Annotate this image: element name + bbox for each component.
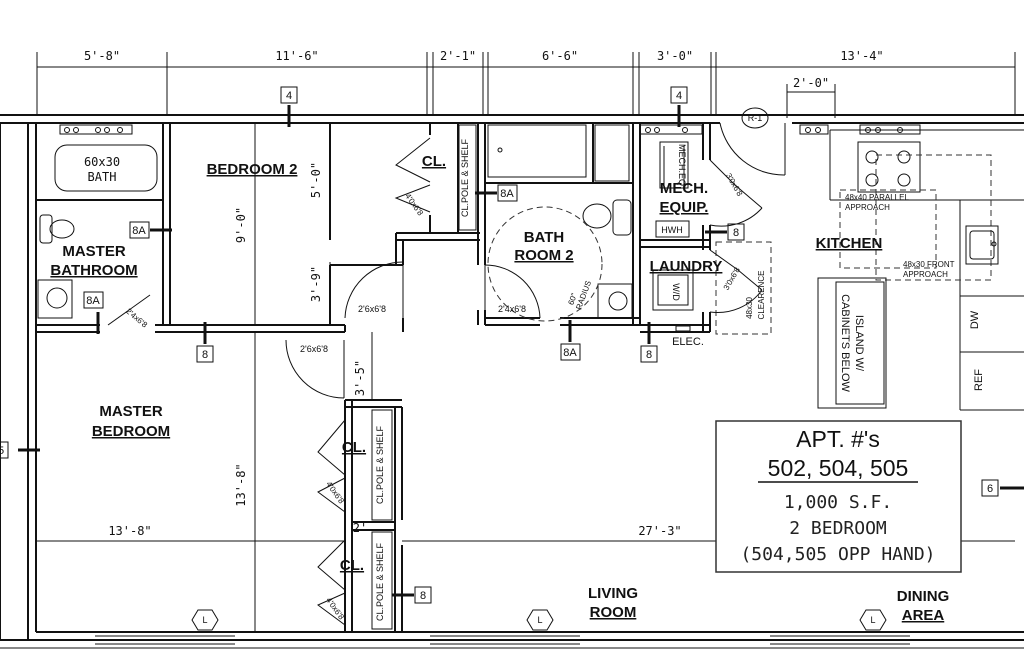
- closet-pole-2: CL.POLE & SHELF: [375, 425, 385, 504]
- l-marker-2: L: [537, 615, 542, 625]
- door-mech: 3'0x6'8: [724, 172, 744, 198]
- ref-label: REF: [973, 369, 985, 391]
- l-marker-1: L: [202, 615, 207, 625]
- tag-4-a: 4: [286, 90, 292, 102]
- dim-living-h: 27'-3": [638, 524, 681, 538]
- title-opp-hand: (504,505 OPP HAND): [740, 544, 935, 565]
- wd-label: W/D: [671, 283, 681, 301]
- label-dining-a: DINING: [897, 588, 950, 605]
- dim-top-4: 6'-6": [542, 49, 578, 63]
- island-label-1: ISLAND W/: [853, 315, 865, 372]
- top-windows: [59, 124, 921, 182]
- island-label-2: CABINETS BELOW: [839, 294, 851, 392]
- label-closet-1: CL.: [422, 153, 446, 170]
- dim-closet-gap: 2': [353, 521, 367, 535]
- dim-hall: 3'-5": [353, 360, 367, 396]
- closet-poles: CL.POLE & SHELF CL.POLE & SHELF CL.POLE …: [371, 124, 477, 630]
- top-dimension-line: 5'-8" 11'-6" 2'-1" 6'-6" 3'-0" 13'-4" 2'…: [36, 49, 1016, 118]
- tag-4-b: 4: [676, 90, 682, 102]
- tag-8a-c: 8A: [500, 188, 514, 200]
- dim-top-2: 11'-6": [275, 49, 318, 63]
- label-masterbath-b: BATHROOM: [50, 262, 137, 279]
- mech-eq-label: MECH.EQ: [677, 144, 687, 186]
- parallel-size: 48x40 PARALLEL: [845, 193, 909, 202]
- exterior-walls: [0, 114, 1024, 649]
- door-closet2: 4'0x6'8: [324, 480, 346, 506]
- tub-size: 60x30: [84, 155, 120, 169]
- tub-label: BATH: [88, 170, 117, 184]
- radius-value: 60": [566, 292, 579, 306]
- dim-master-h: 13'-8": [108, 524, 151, 538]
- title-units: 502, 504, 505: [768, 455, 909, 481]
- door-masterbed: 2'6x6'8: [300, 344, 328, 354]
- hwh-label: HWH: [661, 225, 683, 235]
- r1-marker: R-1: [741, 107, 769, 129]
- label-mech-a: MECH.: [660, 180, 708, 197]
- tag-8-c: 8: [733, 227, 739, 239]
- closet-pole-3: CL.POLE & SHELF: [375, 542, 385, 621]
- parallel-label: APPROACH: [845, 203, 890, 212]
- wall-tags: 4 4 8A 8A 8A 8A 8 8 8 8 6 5: [0, 86, 1024, 604]
- title-block: APT. #'s 502, 504, 505 1,000 S.F. 2 BEDR…: [715, 420, 962, 573]
- dim-bedroom2-c: 3'-9": [309, 266, 323, 302]
- tag-8a-a: 8A: [132, 225, 146, 237]
- front-label: APPROACH: [903, 270, 948, 279]
- tag-8a-b: 8A: [86, 295, 100, 307]
- label-mech-b: EQUIP.: [660, 199, 709, 216]
- elec-label: ELEC.: [672, 336, 704, 348]
- tag-8-b: 8: [646, 349, 652, 361]
- label-bath2-a: BATH: [524, 229, 565, 246]
- label-masterbath-a: MASTER: [62, 243, 126, 260]
- dim-bedroom2-a: 5'-0": [309, 162, 323, 198]
- label-living-b: ROOM: [590, 604, 637, 621]
- door-closet1: 4'0x6'8: [403, 192, 425, 218]
- light-markers: L L L: [191, 609, 887, 631]
- tag-8a-d: 8A: [563, 347, 577, 359]
- tag-8-a: 8: [202, 349, 208, 361]
- l-marker-3: L: [870, 615, 875, 625]
- r1-label: R-1: [748, 113, 763, 123]
- tag-8-d: 8: [420, 590, 426, 602]
- dim-top-1: 5'-8": [84, 49, 120, 63]
- label-living-a: LIVING: [588, 585, 638, 602]
- tag-6: 6: [987, 483, 993, 495]
- title-bedrooms: 2 BEDROOM: [789, 518, 887, 539]
- fixtures: 60x30 BATH 60" RADIUS MECH.EQ HWH W/D 48…: [37, 141, 999, 409]
- label-bath2-b: ROOM 2: [514, 247, 573, 264]
- door-laundry: 3'0x6'8: [722, 265, 742, 291]
- dim-bedroom2-b: 9'-0": [234, 207, 248, 243]
- title-apt: APT. #'s: [796, 426, 880, 452]
- label-bedroom2: BEDROOM 2: [207, 161, 298, 178]
- door-bedroom2: 2'6x6'8: [358, 304, 386, 314]
- clearance-size: 48x30: [745, 297, 754, 319]
- interior-dimensions: 9'-0" 5'-0" 3'-9" 3'-5" 13'-8" 13'-8" 27…: [36, 123, 1015, 632]
- label-laundry: LAUNDRY: [650, 258, 723, 275]
- label-closet-2: CL.: [342, 439, 366, 456]
- dw-label: DW: [969, 310, 981, 329]
- tag-5: 5: [0, 445, 4, 457]
- dim-master-v: 13'-8": [234, 463, 248, 506]
- dim-top-3: 2'-1": [440, 49, 476, 63]
- dim-top-6: 13'-4": [840, 49, 883, 63]
- door-bath2: 2'4x6'8: [498, 304, 526, 314]
- closet-pole-1: CL.POLE & SHELF: [460, 138, 470, 217]
- label-dining-b: AREA: [902, 607, 945, 624]
- label-kitchen: KITCHEN: [816, 235, 883, 252]
- dim-top-5: 3'-0": [657, 49, 693, 63]
- door-masterbath: 2'4x6'8: [124, 307, 149, 330]
- label-masterbed-a: MASTER: [99, 403, 163, 420]
- label-closet-3: CL.: [340, 557, 364, 574]
- label-masterbed-b: BEDROOM: [92, 423, 170, 440]
- room-labels: BEDROOM 2 CL. BATH ROOM 2 MASTER BATHROO…: [50, 153, 949, 624]
- title-sf: 1,000 S.F.: [784, 492, 892, 513]
- front-size: 48x30 FRONT: [903, 260, 955, 269]
- clearance-label: CLEARENCE: [757, 271, 766, 320]
- dim-sub-top: 2'-0": [793, 76, 829, 90]
